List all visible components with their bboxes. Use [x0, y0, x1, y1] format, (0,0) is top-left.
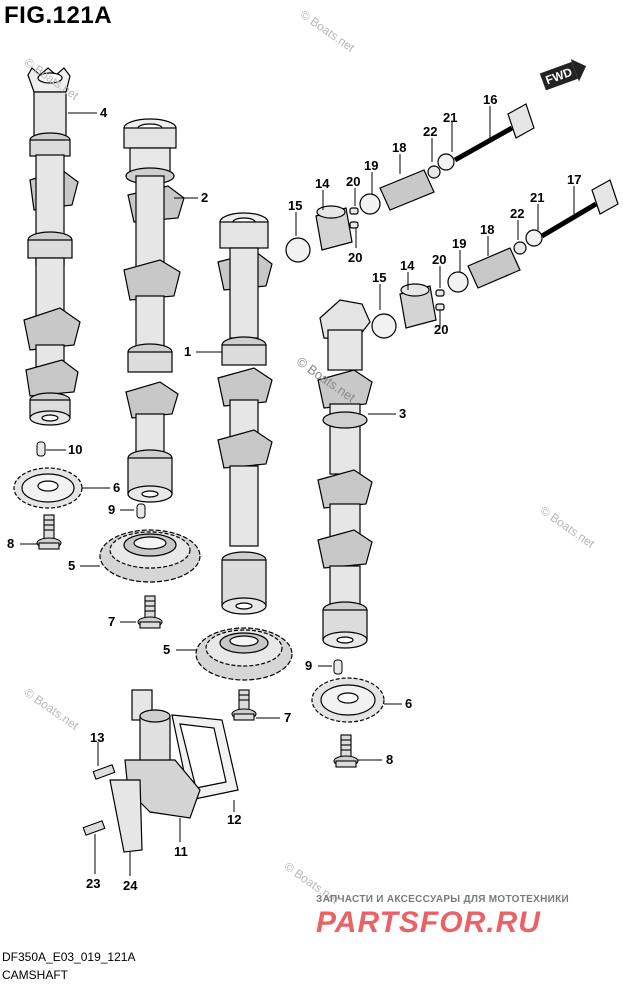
callout-22-lower: 22: [510, 206, 525, 221]
bolt-part-8-right: [333, 734, 359, 768]
callout-5-left: 5: [68, 558, 76, 573]
callout-1: 1: [184, 344, 192, 359]
callout-9-right: 9: [305, 658, 313, 673]
callout-19-lower: 19: [452, 236, 467, 251]
callout-3: 3: [399, 406, 407, 421]
callout-21-lower: 21: [530, 190, 545, 205]
ad-tagline: ЗАПЧАСТИ И АКСЕССУАРЫ ДЛЯ МОТОТЕХНИКИ: [316, 894, 569, 905]
callout-20-upper-b: 20: [348, 250, 363, 265]
callout-12: 12: [227, 812, 242, 827]
callout-8-left: 8: [7, 536, 15, 551]
callout-22-upper: 22: [423, 124, 438, 139]
callout-7-left: 7: [108, 614, 116, 629]
callout-20-upper-a: 20: [346, 174, 361, 189]
bolt-part-7-left: [137, 595, 163, 629]
valve-train-upper: [285, 103, 535, 263]
callout-9-left: 9: [108, 502, 116, 517]
bolt-part-8-left: [36, 514, 62, 550]
sprocket-part-5-left: [99, 529, 201, 583]
camshaft-part-4: [23, 67, 81, 426]
camshaft-part-2: [123, 118, 185, 503]
callout-10: 10: [68, 442, 83, 457]
oil-control-valve-part-11: [109, 689, 239, 853]
pin-parts: [36, 441, 343, 675]
callout-23: 23: [86, 876, 101, 891]
callout-17: 17: [567, 172, 582, 187]
leader-lines: [20, 106, 575, 876]
valve-train-lower: [371, 179, 619, 339]
callout-20-lower-a: 20: [432, 252, 447, 267]
sprocket-part-6-right: [311, 677, 385, 723]
sprocket-part-6-left: [13, 467, 83, 509]
callout-18-upper: 18: [392, 140, 407, 155]
sprocket-part-5-center: [195, 627, 293, 681]
callout-15-upper: 15: [288, 198, 303, 213]
camshaft-part-3: [317, 299, 373, 649]
bolt-part-7-center: [231, 689, 257, 721]
callout-20-lower-b: 20: [434, 322, 449, 337]
figure-caption: CAMSHAFT: [2, 968, 68, 982]
callout-5-center: 5: [163, 642, 171, 657]
callout-14-upper: 14: [315, 176, 330, 191]
callout-4: 4: [100, 105, 108, 120]
callout-21-upper: 21: [443, 110, 458, 125]
callout-15-lower: 15: [372, 270, 387, 285]
callout-11: 11: [174, 844, 188, 859]
callout-8-right: 8: [386, 752, 394, 767]
callout-13: 13: [90, 730, 105, 745]
callout-18-lower: 18: [480, 222, 495, 237]
callout-14-lower: 14: [400, 258, 415, 273]
callout-19-upper: 19: [364, 158, 379, 173]
callout-7-center: 7: [284, 710, 292, 725]
ad-brand-logo: PARTSFOR.RU: [316, 906, 541, 939]
callout-16: 16: [483, 92, 498, 107]
figure-code: DF350A_E03_019_121A: [2, 950, 136, 964]
callout-6-left: 6: [113, 480, 121, 495]
camshaft-part-1: [217, 212, 273, 615]
callout-6-right: 6: [405, 696, 413, 711]
callout-24: 24: [123, 878, 138, 893]
bolt-parts-13-23: [82, 764, 116, 836]
callout-2: 2: [201, 190, 209, 205]
figure-title: FIG.121A: [4, 2, 113, 29]
